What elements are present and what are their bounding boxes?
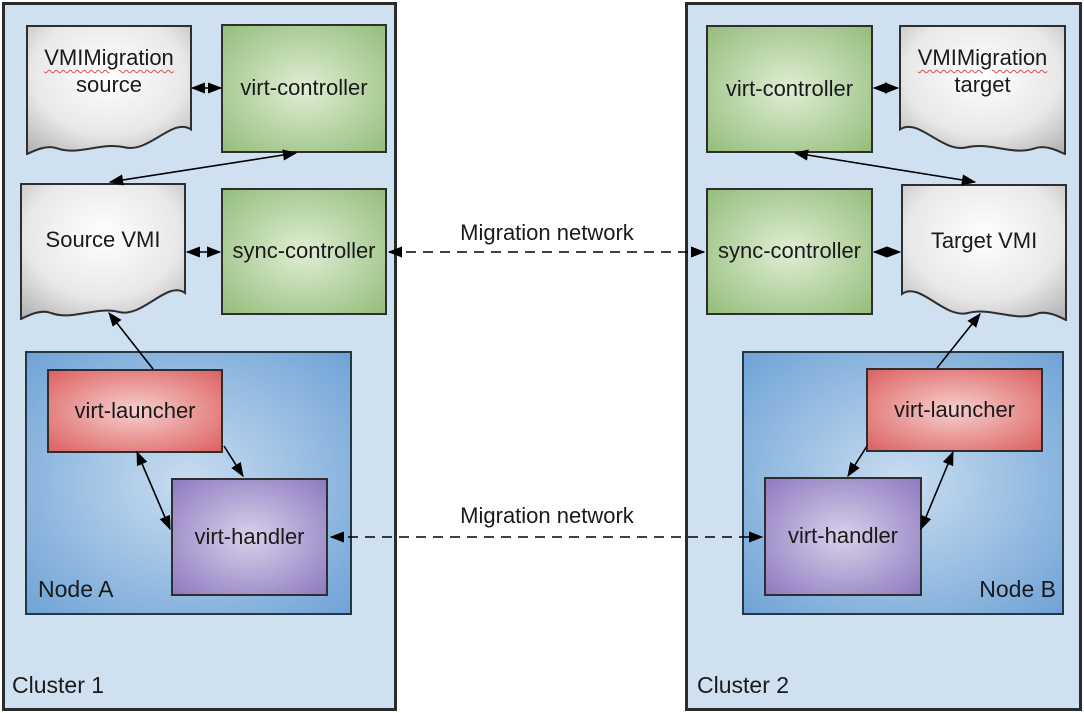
virt-handler-node-a-label: virt-handler [194, 523, 305, 549]
vmimigration-source-doc [26, 25, 192, 155]
virt-handler-node-b-label: virt-handler [787, 523, 899, 549]
sync-controller-cluster2-label: sync-controller [717, 238, 862, 264]
sync-controller-cluster1: sync-controller [221, 188, 387, 315]
virt-handler-node-b: virt-handler [764, 477, 922, 596]
migration-network-label-top: Migration network [460, 220, 634, 245]
virt-controller-cluster1-label: virt-controller [240, 75, 368, 101]
virt-launcher-node-a: virt-launcher [47, 369, 223, 453]
virt-launcher-node-b-label: virt-launcher [893, 396, 1016, 422]
vmimigration-target-label: VMIMigration target [899, 44, 1066, 98]
virt-launcher-node-b: virt-launcher [866, 368, 1043, 452]
vmimigration-target-doc [899, 25, 1066, 155]
node-a-label: Node A [38, 576, 114, 602]
source-vmi-label: Source VMI [45, 227, 161, 252]
target-vmi-label: Target VMI [930, 228, 1038, 253]
source-vmi-doc [20, 183, 186, 320]
vmimigration-source-label: VMIMigration source [26, 44, 192, 98]
migration-network-label-bottom: Migration network [460, 503, 634, 528]
virt-handler-node-a: virt-handler [171, 478, 328, 596]
vmimigration-target-line1: VMIMigration [917, 45, 1048, 70]
vmimigration-target-line2: target [954, 72, 1011, 97]
virt-controller-cluster2: virt-controller [706, 25, 873, 153]
virt-launcher-node-a-label: virt-launcher [74, 397, 196, 423]
virt-controller-cluster1: virt-controller [221, 24, 387, 153]
virt-controller-cluster2-label: virt-controller [725, 75, 854, 101]
sync-controller-cluster1-label: sync-controller [232, 238, 376, 264]
cluster-1-label: Cluster 1 [12, 672, 105, 698]
target-vmi-doc [901, 184, 1067, 321]
cluster-2-label: Cluster 2 [697, 672, 790, 698]
vmimigration-source-line2: source [75, 72, 143, 97]
sync-controller-cluster2: sync-controller [706, 188, 873, 315]
node-b-label: Node B [979, 576, 1056, 602]
vmimigration-source-line1: VMIMigration [44, 45, 174, 70]
